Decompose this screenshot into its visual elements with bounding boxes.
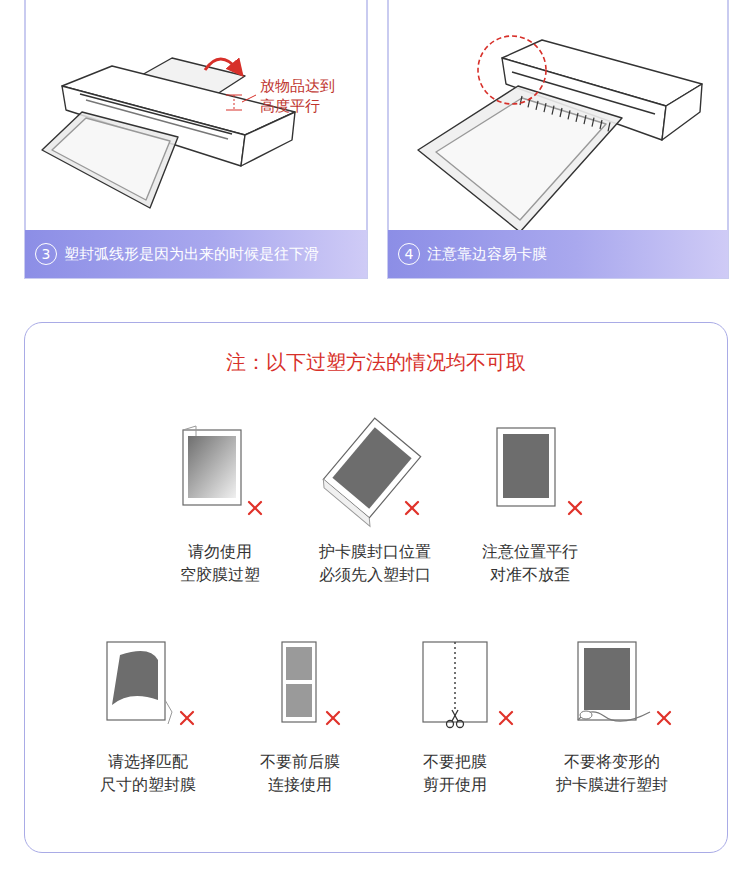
caption-band: 3 塑封弧线形是因为出来的时候是往下滑	[25, 230, 367, 278]
notice-title: 注：以下过塑方法的情况均不可取	[25, 349, 727, 376]
warning-caption: 请选择匹配 尺寸的塑封膜	[88, 750, 208, 796]
label-holder: 放物品达到 高度平行	[260, 76, 360, 116]
crooked-card-icon	[497, 428, 555, 506]
label-holder: 请勿使用 空胶膜过塑	[135, 540, 305, 586]
jam-circle	[478, 36, 546, 104]
caption-text: 注意靠边容易卡膜	[427, 245, 547, 264]
label-holder: 请选择匹配 尺寸的塑封膜	[73, 750, 223, 796]
label-holder: 不要把膜 剪开使用	[380, 750, 530, 796]
caption-text: 塑封弧线形是因为出来的时候是往下滑	[64, 245, 319, 264]
warning-caption: 注意位置平行 对准不放歪	[470, 540, 590, 586]
laminator	[42, 58, 295, 208]
warning-caption: 不要将变形的 护卡膜进行塑封	[552, 750, 672, 796]
label-holder: 护卡膜封口位置 必须先入塑封口	[290, 540, 460, 586]
warning-caption: 请勿使用 空胶膜过塑	[160, 540, 280, 586]
height-mark	[226, 95, 256, 110]
label-holder: 不要前后膜 连接使用	[225, 750, 375, 796]
warning-caption: 护卡膜封口位置 必须先入塑封口	[315, 540, 435, 586]
label-holder: 注意位置平行 对准不放歪	[445, 540, 615, 586]
warning-caption: 不要前后膜 连接使用	[240, 750, 360, 796]
cut-film-icon	[423, 642, 487, 728]
roller-ribs	[520, 96, 610, 131]
turn-arrow	[205, 59, 238, 70]
x-marks	[181, 502, 670, 724]
rotated-card-icon	[319, 418, 425, 526]
laminator	[418, 40, 702, 232]
deformed-card-icon	[578, 642, 650, 721]
label-holder: 不要将变形的 护卡膜进行塑封	[527, 750, 697, 796]
step-number: 4	[398, 243, 420, 265]
panel-frame	[25, 0, 367, 278]
notice-panel: 注：以下过塑方法的情况均不可取	[24, 322, 728, 853]
callout-text: 放物品达到 高度平行	[260, 76, 343, 116]
empty-film-icon	[183, 426, 241, 505]
joined-film-icon	[282, 642, 316, 722]
size-mismatch-icon	[107, 642, 172, 724]
caption-band: 4 注意靠边容易卡膜	[388, 230, 728, 278]
panel-frame	[388, 0, 728, 278]
step-number: 3	[35, 243, 57, 265]
warning-caption: 不要把膜 剪开使用	[395, 750, 515, 796]
